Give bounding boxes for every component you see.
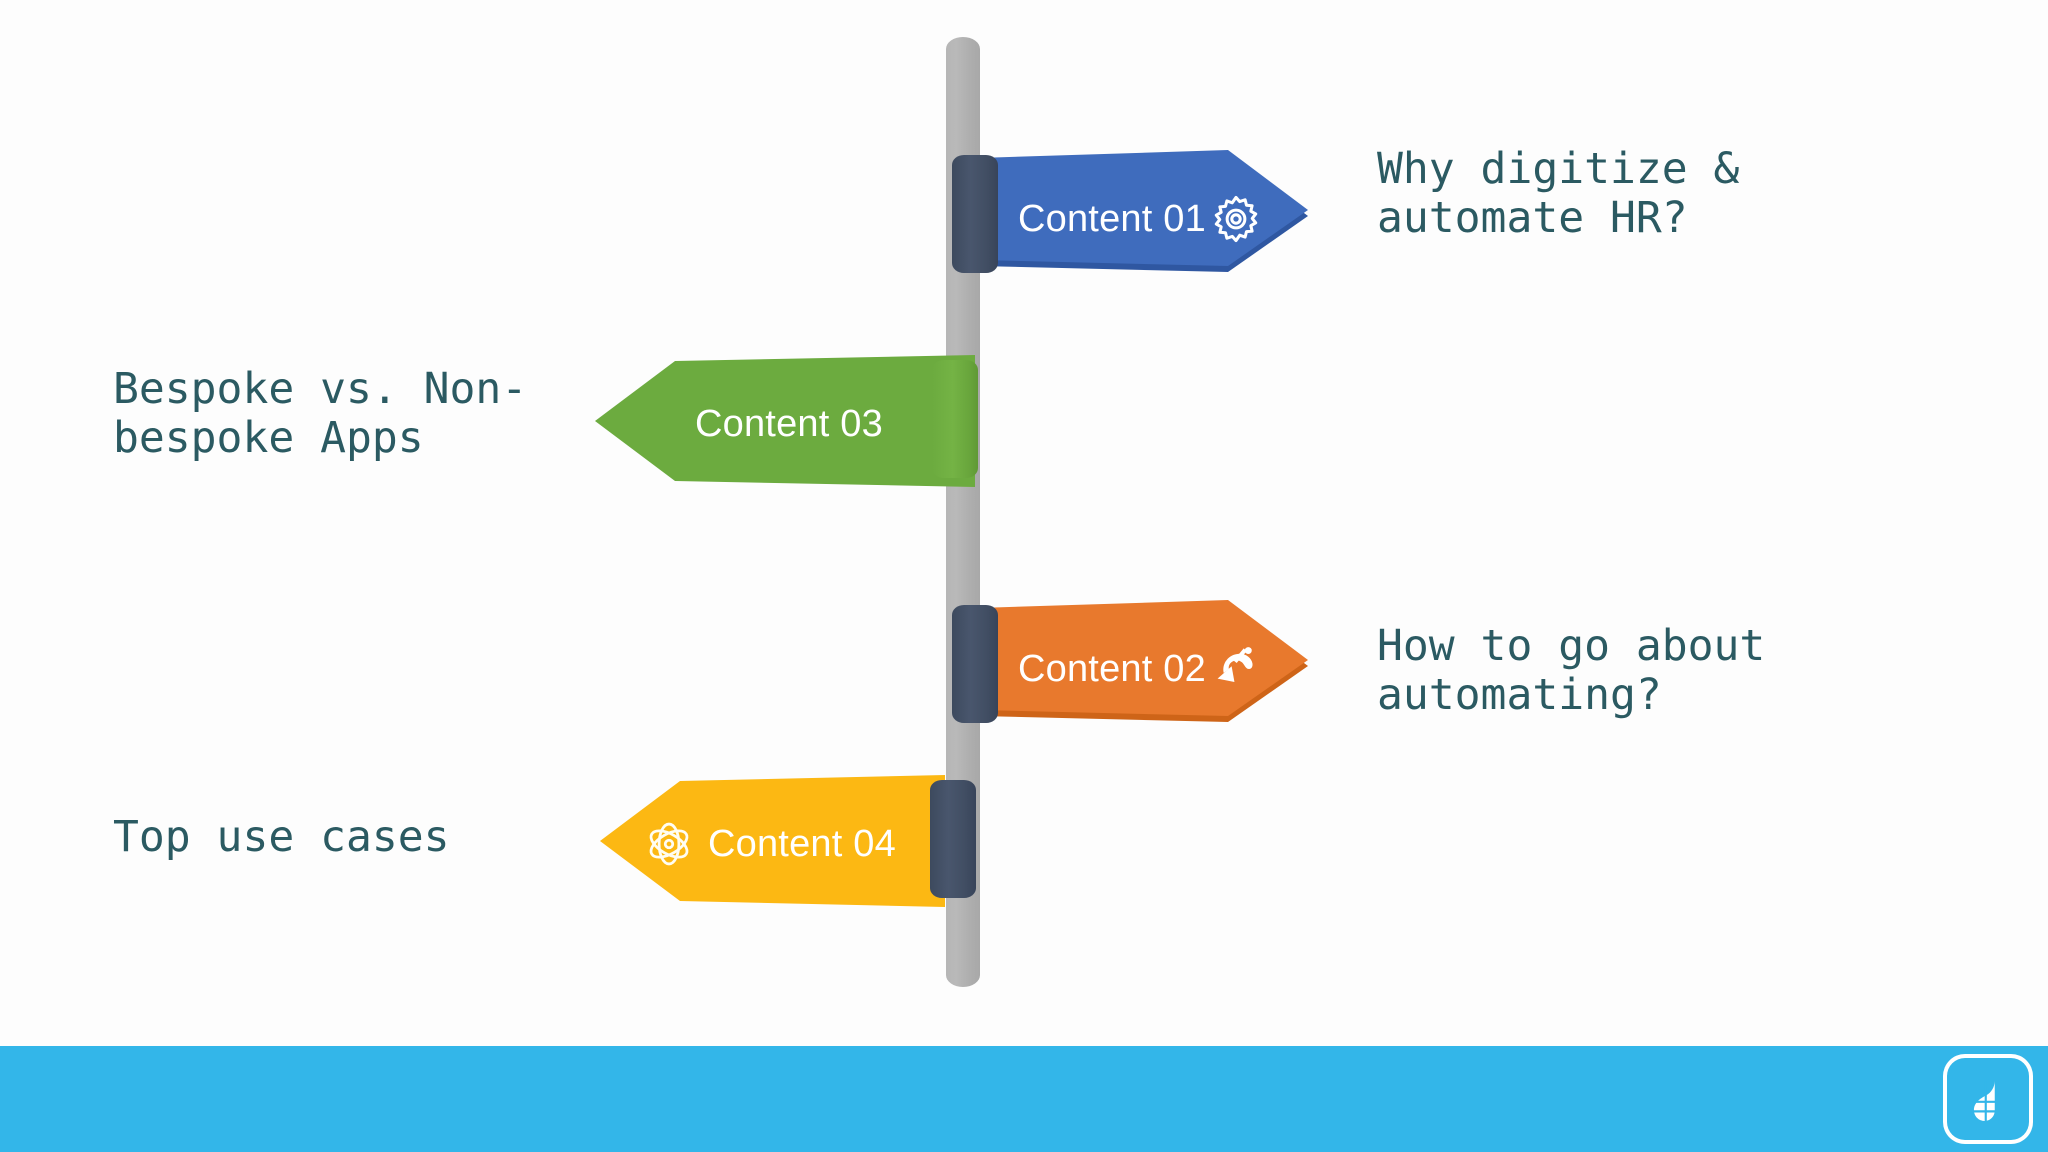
- caption-content-04: Top use cases: [113, 812, 450, 862]
- caption-content-01: Why digitize & automate HR?: [1377, 144, 1740, 243]
- sign-content-02[interactable]: Content 02: [978, 600, 1308, 738]
- brand-logo[interactable]: [1947, 1058, 2029, 1140]
- sign-blade-blue: [978, 150, 1308, 272]
- sign-content-01[interactable]: Content 01: [978, 150, 1308, 288]
- sign-collar-01: [952, 155, 998, 273]
- sign-blade-orange: [978, 600, 1308, 722]
- caption-content-02: How to go about automating?: [1377, 621, 1766, 720]
- sign-collar-04: [930, 780, 976, 898]
- caption-content-03: Bespoke vs. Non- bespoke Apps: [113, 364, 528, 463]
- sign-collar-03: [932, 360, 978, 478]
- footer-bar: [0, 1046, 2048, 1152]
- sign-blade-green: [595, 355, 975, 487]
- sign-blade-yellow: [600, 775, 945, 907]
- brand-logo-mark: [1972, 1081, 1996, 1122]
- sign-content-03[interactable]: Content 03: [595, 355, 975, 493]
- sign-collar-02: [952, 605, 998, 723]
- sign-content-04[interactable]: Content 04: [600, 775, 945, 913]
